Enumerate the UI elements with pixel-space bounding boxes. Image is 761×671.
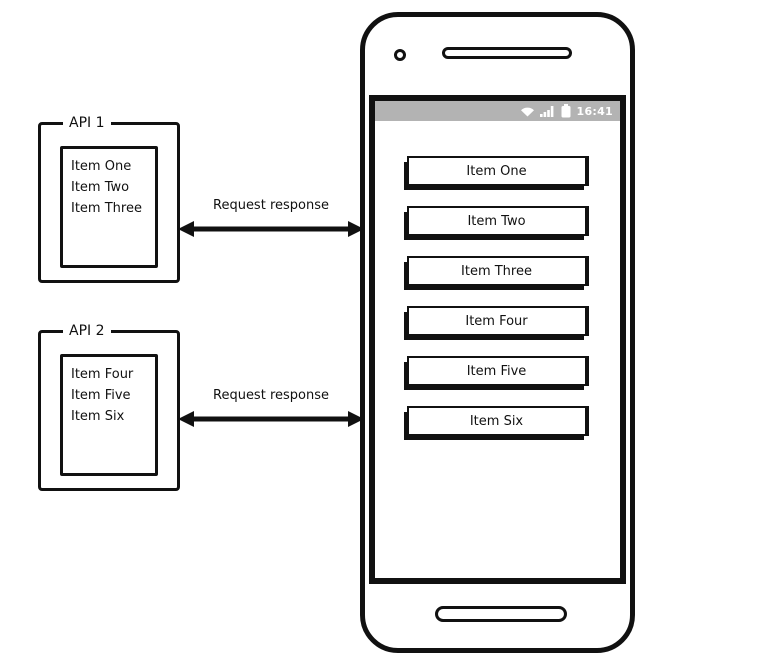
arrow-label: Request response bbox=[213, 198, 329, 213]
api2-item-list: Item Four Item Five Item Six bbox=[60, 354, 158, 476]
phone-frame: 16:41 Item One Item Two Item Three Item … bbox=[360, 12, 635, 653]
battery-icon bbox=[561, 104, 571, 118]
home-button[interactable] bbox=[435, 606, 567, 622]
phone-screen: 16:41 Item One Item Two Item Three Item … bbox=[369, 95, 626, 584]
double-arrow-icon bbox=[178, 411, 364, 427]
api1-label: API 1 bbox=[63, 114, 111, 132]
wifi-icon bbox=[521, 107, 535, 116]
speaker bbox=[442, 47, 572, 59]
api2-list-item: Item Six bbox=[71, 409, 125, 424]
api2-label: API 2 bbox=[63, 322, 111, 340]
item-button[interactable]: Item Two bbox=[406, 206, 589, 236]
item-button[interactable]: Item Five bbox=[406, 356, 589, 386]
api1-list-item: Item One bbox=[71, 159, 132, 174]
item-button[interactable]: Item One bbox=[406, 156, 589, 186]
item-button-list: Item One Item Two Item Three Item Four I… bbox=[375, 121, 620, 436]
api2-box: API 2 Item Four Item Five Item Six bbox=[38, 322, 180, 491]
api1-list-item: Item Two bbox=[71, 180, 130, 195]
api2-list-item: Item Five bbox=[71, 388, 131, 403]
camera-icon bbox=[394, 49, 406, 61]
api2-list-item: Item Four bbox=[71, 367, 134, 382]
request-response-arrow-bottom: Request response bbox=[178, 387, 364, 428]
arrow-label: Request response bbox=[213, 388, 329, 403]
item-button[interactable]: Item Four bbox=[406, 306, 589, 336]
api1-box: API 1 Item One Item Two Item Three bbox=[38, 114, 180, 283]
api1-list-item: Item Three bbox=[71, 201, 142, 216]
signal-icon bbox=[540, 105, 554, 117]
status-time: 16:41 bbox=[576, 104, 613, 118]
status-bar: 16:41 bbox=[375, 101, 620, 121]
double-arrow-icon bbox=[178, 221, 364, 237]
item-button[interactable]: Item Six bbox=[406, 406, 589, 436]
request-response-arrow-top: Request response bbox=[178, 197, 364, 238]
api1-item-list: Item One Item Two Item Three bbox=[60, 146, 158, 268]
item-button[interactable]: Item Three bbox=[406, 256, 589, 286]
